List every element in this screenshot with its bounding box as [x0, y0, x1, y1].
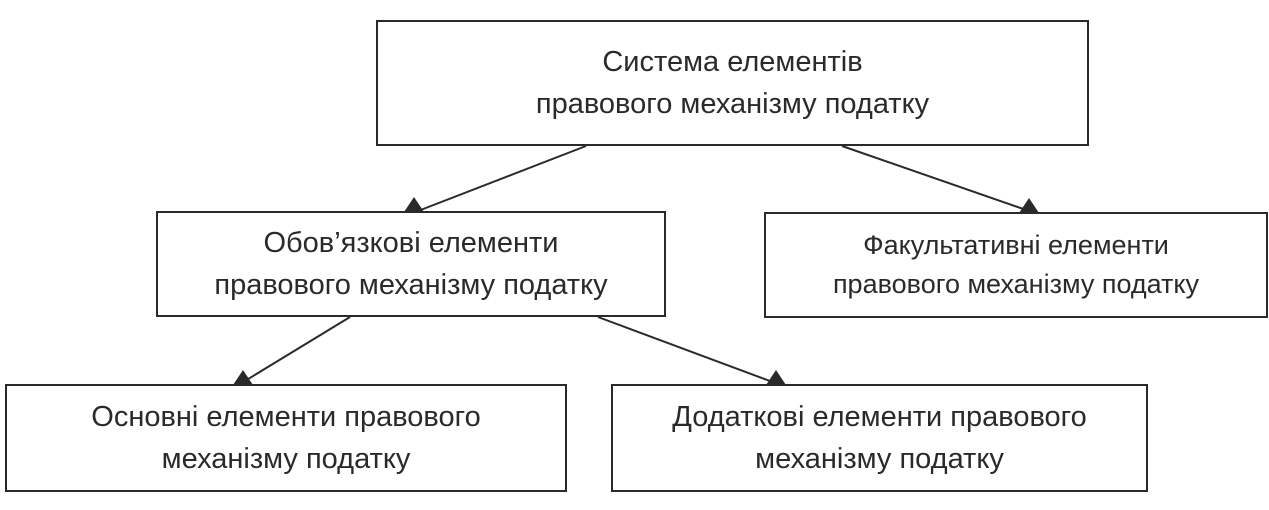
connector-root-to-optional — [841, 145, 1033, 213]
arrowhead-basic — [233, 370, 253, 385]
node-optional-line-2: правового механізму податку — [832, 269, 1200, 299]
node-basic-line-2: механізму податку — [161, 443, 411, 475]
node-basic-elements: Основні елементи правового механізму под… — [5, 384, 567, 492]
arrowhead-additional — [766, 370, 786, 385]
connector-mandatory-to-basic — [239, 316, 351, 385]
node-additional-line-2: механізму податку — [755, 443, 1004, 475]
node-basic-line-1: Основні елементи правового — [91, 400, 481, 433]
node-optional-elements: Факультативні елементи правового механіз… — [764, 212, 1268, 318]
arrowhead-mandatory — [404, 197, 424, 212]
node-mandatory-elements: Обов’язкові елементи правового механізму… — [156, 211, 666, 317]
node-additional-line-1: Додаткові елементи правового — [672, 400, 1087, 433]
node-tax-mechanism-system: Система елементів правового механізму по… — [376, 20, 1089, 146]
node-additional-elements: Додаткові елементи правового механізму п… — [611, 384, 1148, 492]
arrowhead-optional — [1019, 198, 1039, 213]
node-mandatory-line-2: правового механізму податку — [214, 269, 608, 301]
node-mandatory-line-1: Обов’язкові елементи — [263, 226, 559, 259]
node-root-line-2: правового механізму податку — [535, 88, 930, 120]
connector-root-to-mandatory — [417, 145, 587, 212]
node-optional-line-1: Факультативні елементи — [863, 229, 1169, 260]
node-root-line-1: Система елементів — [602, 45, 863, 78]
connector-mandatory-to-additional — [597, 316, 779, 385]
